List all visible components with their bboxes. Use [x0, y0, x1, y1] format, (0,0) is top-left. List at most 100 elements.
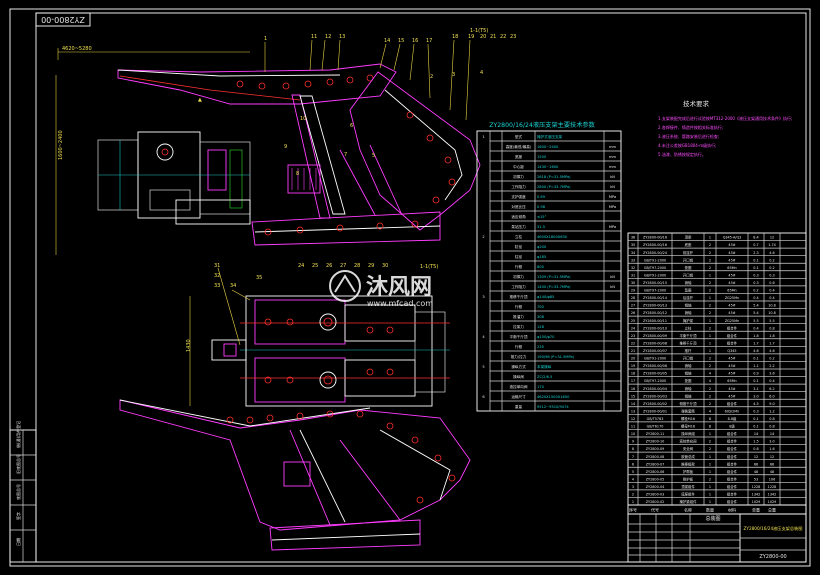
- balloon-22: 22: [500, 34, 506, 40]
- bom-cell: 19: [631, 364, 635, 368]
- title-block-label: 总装图: [705, 515, 720, 522]
- bom-cell: 17: [631, 379, 635, 383]
- bom-cell: 2: [709, 326, 711, 330]
- bom-cell: 底座: [685, 242, 692, 247]
- bom-cell: 0.4: [769, 289, 774, 293]
- param-cell: 4620X1500X1600: [537, 395, 570, 399]
- bom-head-5: 单重: [752, 507, 760, 513]
- bom-cell: 0.4: [769, 296, 774, 300]
- watermark-logo-icon: [329, 270, 361, 302]
- param-cell: φ100/φ70: [537, 335, 555, 339]
- balloon-18: 18: [452, 34, 458, 40]
- dim-top-width: 4620~5280: [62, 46, 92, 52]
- bom-cell: 2: [709, 304, 711, 308]
- param-cell: 1430~1600: [537, 165, 559, 169]
- bom-cell: 1228: [752, 485, 761, 489]
- bom-cell: ZY2800-00/08: [643, 341, 667, 345]
- param-cell: 170: [537, 385, 545, 389]
- bom-cell: 0.1: [753, 425, 758, 429]
- tech-req-line-2: 3.液压系统、管路安装后进行检查;: [658, 133, 719, 139]
- bom-cell: 0.1: [753, 417, 758, 421]
- link-bar: [339, 149, 376, 216]
- bom-cell: 开口销: [683, 257, 694, 262]
- bom-cell: 0.2: [769, 266, 774, 270]
- bom-cell: 8: [709, 425, 711, 429]
- bom-cell: GB/T6170: [647, 425, 664, 429]
- param-cell: 操纵阀: [513, 374, 524, 379]
- param-cell: 128: [537, 325, 545, 329]
- bom-cell: Q345: [727, 349, 736, 353]
- param-cell: 行程: [515, 344, 523, 349]
- bom-cell: 3.1: [753, 387, 758, 391]
- bom-cell: 推杆: [685, 348, 692, 353]
- bom-cell: 1.8: [769, 334, 774, 338]
- bom-cell: 1029: [752, 500, 761, 504]
- balloon-35: 35: [256, 275, 262, 281]
- left-label-4: 日期: [15, 538, 21, 546]
- balloon-24: 24: [298, 263, 304, 269]
- bom-cell: 1.74: [768, 243, 776, 247]
- bom-cell: 45#: [728, 273, 735, 277]
- pusher-head: [211, 339, 247, 361]
- param-cell: 0.98: [537, 205, 546, 209]
- bom-cell: 销轴: [685, 393, 692, 398]
- bom-cell: Q345-A/Q3: [723, 236, 742, 240]
- bom-cell: GB/T91-2000: [644, 273, 666, 277]
- bom-cell: 12: [770, 455, 774, 459]
- lowered-base: [269, 519, 421, 551]
- bom-cell: 1.2: [769, 409, 774, 413]
- bom-cell: 6.2: [769, 387, 774, 391]
- left-label-3: 签字: [15, 512, 21, 520]
- balloon-16: 16: [412, 38, 418, 44]
- bom-cell: 组合件: [727, 454, 738, 459]
- bom-cell: 16: [631, 387, 635, 391]
- bom-cell: 组合件: [727, 476, 738, 481]
- bom-cell: 24: [631, 326, 635, 330]
- bom-cell: 45#: [728, 258, 735, 262]
- bom-cell: 3.0: [753, 394, 758, 398]
- bom-cell: 组合件: [727, 325, 738, 330]
- title-block: 总装图 ZY2800/16/24液压支架总装图 ZY2800-00: [627, 513, 807, 563]
- bom-cell: 1342: [768, 493, 777, 497]
- param-cell: 拉架力: [513, 324, 524, 329]
- bom-cell: 53: [754, 477, 758, 481]
- bom-cell: 8级: [729, 424, 735, 429]
- balloon-27: 27: [340, 263, 346, 269]
- param-cell: 初撑力: [513, 274, 524, 279]
- canopy-centre-line: [119, 75, 301, 101]
- param-cell: φ140/φ85: [537, 295, 554, 299]
- bom-cell: 2.2: [769, 364, 774, 368]
- param-cell: 800: [537, 265, 545, 269]
- balloon-31: 31: [214, 263, 220, 269]
- bom-cell: 106: [769, 477, 775, 481]
- watermark-brand: 沐风网: [366, 275, 432, 300]
- drawing-number-top: ZY2800-00: [41, 15, 85, 24]
- bom-cell: 0.4: [753, 296, 758, 300]
- bom-cell: 9.0: [769, 402, 774, 406]
- param-cell: 中心距: [513, 164, 524, 169]
- bom-cell: 1: [709, 273, 711, 277]
- bom-cell: 0.8: [753, 447, 758, 451]
- bom-cell: 0.1: [753, 258, 758, 262]
- bom-cell: 1: [709, 493, 711, 497]
- param-cell: 9512~9510/9474: [537, 405, 569, 409]
- bom-cell: 立柱: [685, 325, 692, 330]
- tech-req-line-0: 1.支架装配完成后进行试验按MT312-2000《液压支架通用技术条件》执行;: [658, 115, 792, 121]
- bom-cell: 5.4: [753, 304, 758, 308]
- bom-cell: 4: [632, 477, 634, 481]
- param-cell: 2800 (P=33.7MPa): [537, 185, 571, 189]
- bom-cell: 34: [631, 251, 635, 255]
- bom-cell: 1: [709, 455, 711, 459]
- conveyor-section: [97, 131, 251, 225]
- bom-cell: 垫圈: [685, 378, 692, 383]
- bom-cell: 1: [709, 236, 711, 240]
- bom-cell: ZY2800-10: [646, 440, 665, 444]
- param-cell: 31.5: [537, 225, 545, 229]
- bom-head-4: 材料: [728, 507, 736, 513]
- param-cell: 3: [482, 295, 484, 299]
- bom-cell: 4: [709, 409, 711, 413]
- balloon-11: 11: [311, 34, 317, 40]
- tech-req-title: 技术要求: [683, 99, 710, 108]
- bom-cell: 1: [709, 334, 711, 338]
